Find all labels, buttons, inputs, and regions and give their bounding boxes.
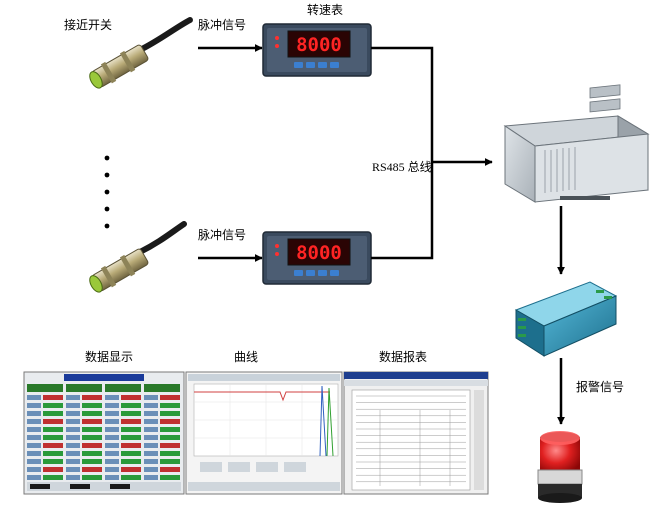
proximity-switch-label: 接近开关 (64, 18, 113, 32)
data-display-label: 数据显示 (85, 350, 134, 364)
alarm-signal-label: 报警信号 (576, 380, 625, 394)
pulse-signal-top-label: 脉冲信号 (198, 18, 247, 32)
data-report-label: 数据报表 (379, 350, 428, 364)
bus-line-bottom (371, 162, 434, 260)
ellipsis-dots-icon (104, 155, 110, 229)
rs485-bus-label: RS485 总线 (372, 160, 432, 174)
data-report-screen-icon (343, 371, 489, 495)
alarm-lamp-icon (537, 431, 583, 503)
industrial-pc-icon (503, 84, 650, 203)
bus-line-top (371, 46, 434, 162)
proximity-sensor-top-icon (89, 17, 193, 89)
tachometer-bottom-readout: 8000 (296, 242, 342, 264)
tachometer-label: 转速表 (307, 3, 344, 17)
tachometer-top-readout: 8000 (296, 34, 342, 56)
proximity-sensor-bottom-icon (89, 221, 187, 293)
data-display-screen-icon (23, 371, 185, 495)
tachometer-top-icon (262, 23, 372, 77)
curve-label: 曲线 (234, 350, 259, 364)
curve-screen-icon (185, 371, 343, 495)
pulse-signal-bottom-label: 脉冲信号 (198, 228, 247, 242)
alarm-module-icon (514, 281, 618, 357)
